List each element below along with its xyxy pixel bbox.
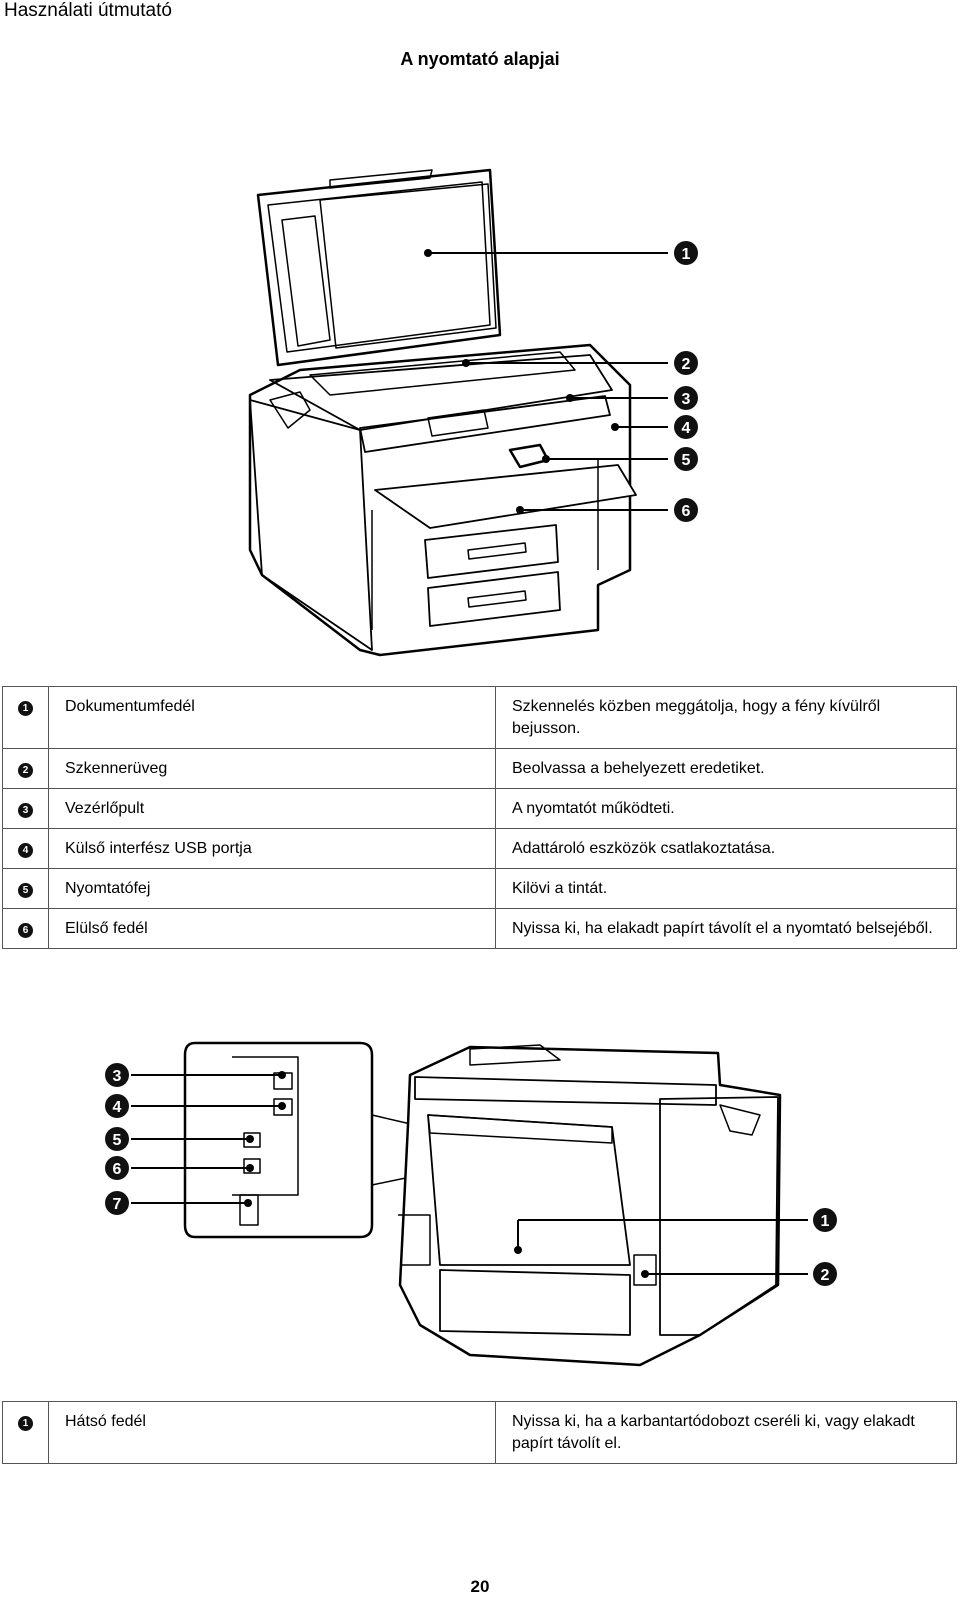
callout-back-2: 2 bbox=[641, 1262, 837, 1286]
section-title: A nyomtató alapjai bbox=[400, 49, 560, 69]
callout-front-4: 4 bbox=[611, 415, 698, 439]
svg-text:6: 6 bbox=[113, 1161, 122, 1178]
part-description: Szkennelés közben meggátolja, hogy a fén… bbox=[495, 686, 957, 749]
callout-front-6: 6 bbox=[516, 498, 698, 522]
part-name: Hátsó fedél bbox=[48, 1401, 496, 1464]
svg-text:2: 2 bbox=[821, 1267, 830, 1284]
page-number: 20 bbox=[470, 1577, 490, 1596]
row-number-cell: 6 bbox=[2, 908, 49, 949]
part-description: Adattároló eszközök csatlakoztatása. bbox=[495, 828, 957, 869]
part-name: Elülső fedél bbox=[48, 908, 496, 949]
part-description: Beolvassa a behelyezett eredetiket. bbox=[495, 748, 957, 789]
part-description: Nyissa ki, ha a karbantartódobozt cserél… bbox=[495, 1401, 957, 1464]
callout-badge: 6 bbox=[18, 923, 33, 938]
front-callouts: 1 2 3 4 5 6 bbox=[0, 160, 960, 660]
callout-badge: 2 bbox=[18, 763, 33, 778]
callout-back-6: 6 bbox=[105, 1156, 254, 1180]
callout-back-7: 7 bbox=[105, 1191, 252, 1215]
row-number-cell: 1 bbox=[2, 1401, 49, 1464]
part-description: A nyomtatót működteti. bbox=[495, 788, 957, 829]
callout-back-4: 4 bbox=[105, 1094, 286, 1118]
svg-text:6: 6 bbox=[682, 503, 691, 520]
part-name: Szkennerüveg bbox=[48, 748, 496, 789]
back-callouts: 3 4 5 6 7 bbox=[0, 1035, 960, 1370]
callout-badge: 1 bbox=[18, 1416, 33, 1431]
svg-text:2: 2 bbox=[682, 356, 691, 373]
header-title: Használati útmutató bbox=[4, 0, 172, 21]
callout-badge: 3 bbox=[18, 803, 33, 818]
svg-text:3: 3 bbox=[682, 391, 691, 408]
callout-back-3: 3 bbox=[105, 1063, 286, 1087]
svg-text:7: 7 bbox=[113, 1196, 122, 1213]
callout-badge: 5 bbox=[18, 883, 33, 898]
row-number-cell: 3 bbox=[2, 788, 49, 829]
part-description: Kilövi a tintát. bbox=[495, 868, 957, 909]
callout-front-1: 1 bbox=[424, 241, 698, 265]
callout-label: 1 bbox=[682, 246, 691, 263]
callout-front-3: 3 bbox=[566, 386, 698, 410]
part-name: Vezérlőpult bbox=[48, 788, 496, 829]
row-number-cell: 2 bbox=[2, 748, 49, 789]
row-number-cell: 4 bbox=[2, 828, 49, 869]
svg-text:4: 4 bbox=[113, 1099, 122, 1116]
part-name: Külső interfész USB portja bbox=[48, 828, 496, 869]
callout-back-5: 5 bbox=[105, 1127, 254, 1151]
part-name: Dokumentumfedél bbox=[48, 686, 496, 749]
callout-badge: 1 bbox=[18, 701, 33, 716]
svg-text:4: 4 bbox=[682, 420, 691, 437]
svg-text:1: 1 bbox=[821, 1213, 830, 1230]
printer-front-illustration bbox=[0, 160, 960, 660]
svg-text:3: 3 bbox=[113, 1068, 122, 1085]
callout-back-1: 1 bbox=[514, 1208, 837, 1254]
callout-front-2: 2 bbox=[462, 351, 698, 375]
part-description: Nyissa ki, ha elakadt papírt távolít el … bbox=[495, 908, 957, 949]
part-name: Nyomtatófej bbox=[48, 868, 496, 909]
svg-text:5: 5 bbox=[113, 1132, 122, 1149]
row-number-cell: 1 bbox=[2, 686, 49, 749]
svg-text:5: 5 bbox=[682, 452, 691, 469]
row-number-cell: 5 bbox=[2, 868, 49, 909]
callout-front-5: 5 bbox=[542, 447, 698, 471]
printer-back-illustration bbox=[0, 1035, 960, 1370]
callout-badge: 4 bbox=[18, 843, 33, 858]
